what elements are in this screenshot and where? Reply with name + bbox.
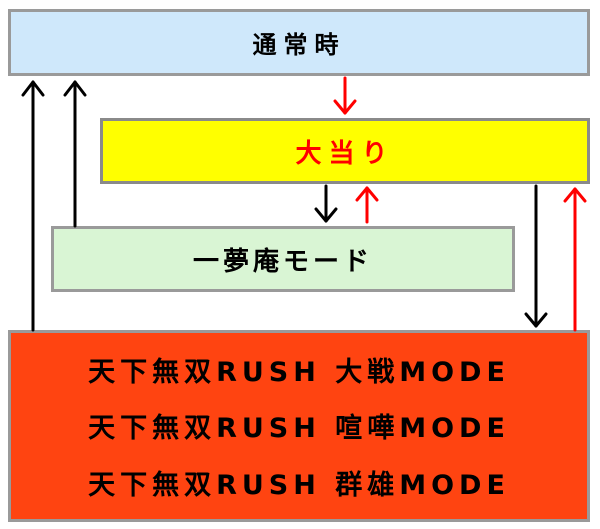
arrow-rush-to-jackpot xyxy=(563,187,587,332)
ichimuan-mode-label: 一夢庵モード xyxy=(192,246,373,277)
jackpot-label: 大当り xyxy=(295,138,395,169)
arrow-normal-to-jackpot xyxy=(333,76,357,115)
rush-line-kenka: 天下無双RUSH 喧嘩MODE xyxy=(88,413,510,445)
ichimuan-mode-box: 一夢庵モード xyxy=(51,226,515,292)
jackpot-box: 大当り xyxy=(100,118,590,184)
normal-state-label: 通常時 xyxy=(252,31,346,59)
arrow-jackpot-to-rush xyxy=(524,184,548,328)
arrow-rush-to-normal-outer xyxy=(21,80,45,332)
rush-line-gunyu: 天下無双RUSH 群雄MODE xyxy=(88,470,510,502)
rush-box: 天下無双RUSH 大戦MODE 天下無双RUSH 喧嘩MODE 天下無双RUSH… xyxy=(8,330,590,522)
arrow-mode-to-normal xyxy=(63,80,87,228)
arrow-jackpot-to-mode xyxy=(314,184,338,223)
normal-state-box: 通常時 xyxy=(8,9,590,76)
arrow-mode-to-jackpot xyxy=(355,186,379,224)
rush-line-taisen: 天下無双RUSH 大戦MODE xyxy=(88,356,510,388)
